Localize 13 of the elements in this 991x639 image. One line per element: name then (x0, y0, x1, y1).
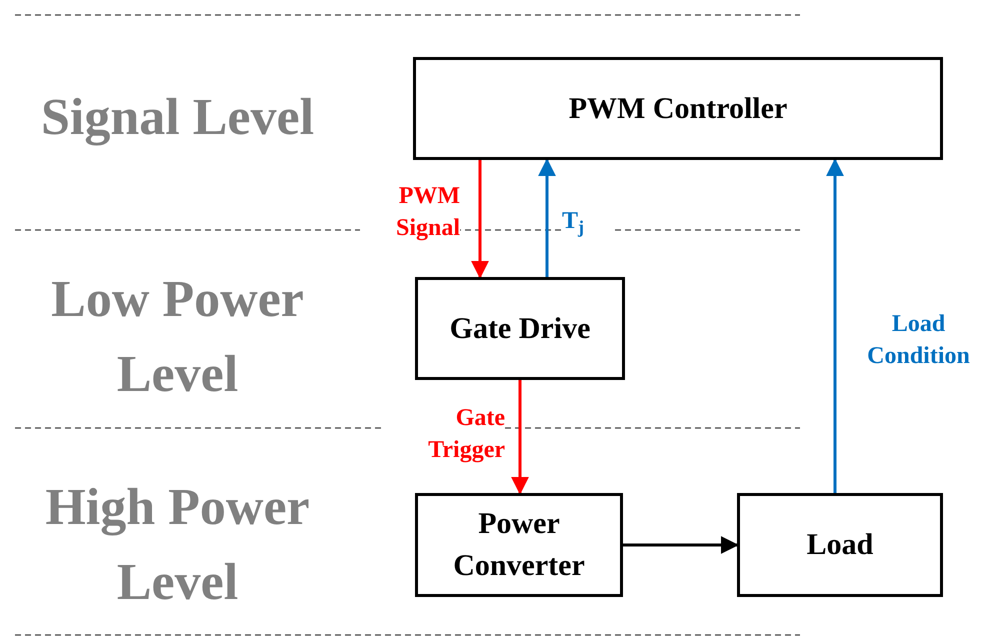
box-label: PWM Controller (568, 90, 788, 126)
box-label: Power Converter (452, 506, 586, 584)
arrow (623, 536, 739, 554)
process-box (737, 493, 943, 597)
process-box (413, 57, 943, 160)
process-box (415, 277, 625, 380)
arrow (511, 380, 529, 495)
arrow (471, 160, 489, 279)
arrow (538, 158, 556, 277)
process-box (415, 493, 623, 597)
arrow (826, 158, 844, 493)
box-label: Gate Drive (448, 310, 592, 346)
box-label: Load (806, 527, 874, 563)
